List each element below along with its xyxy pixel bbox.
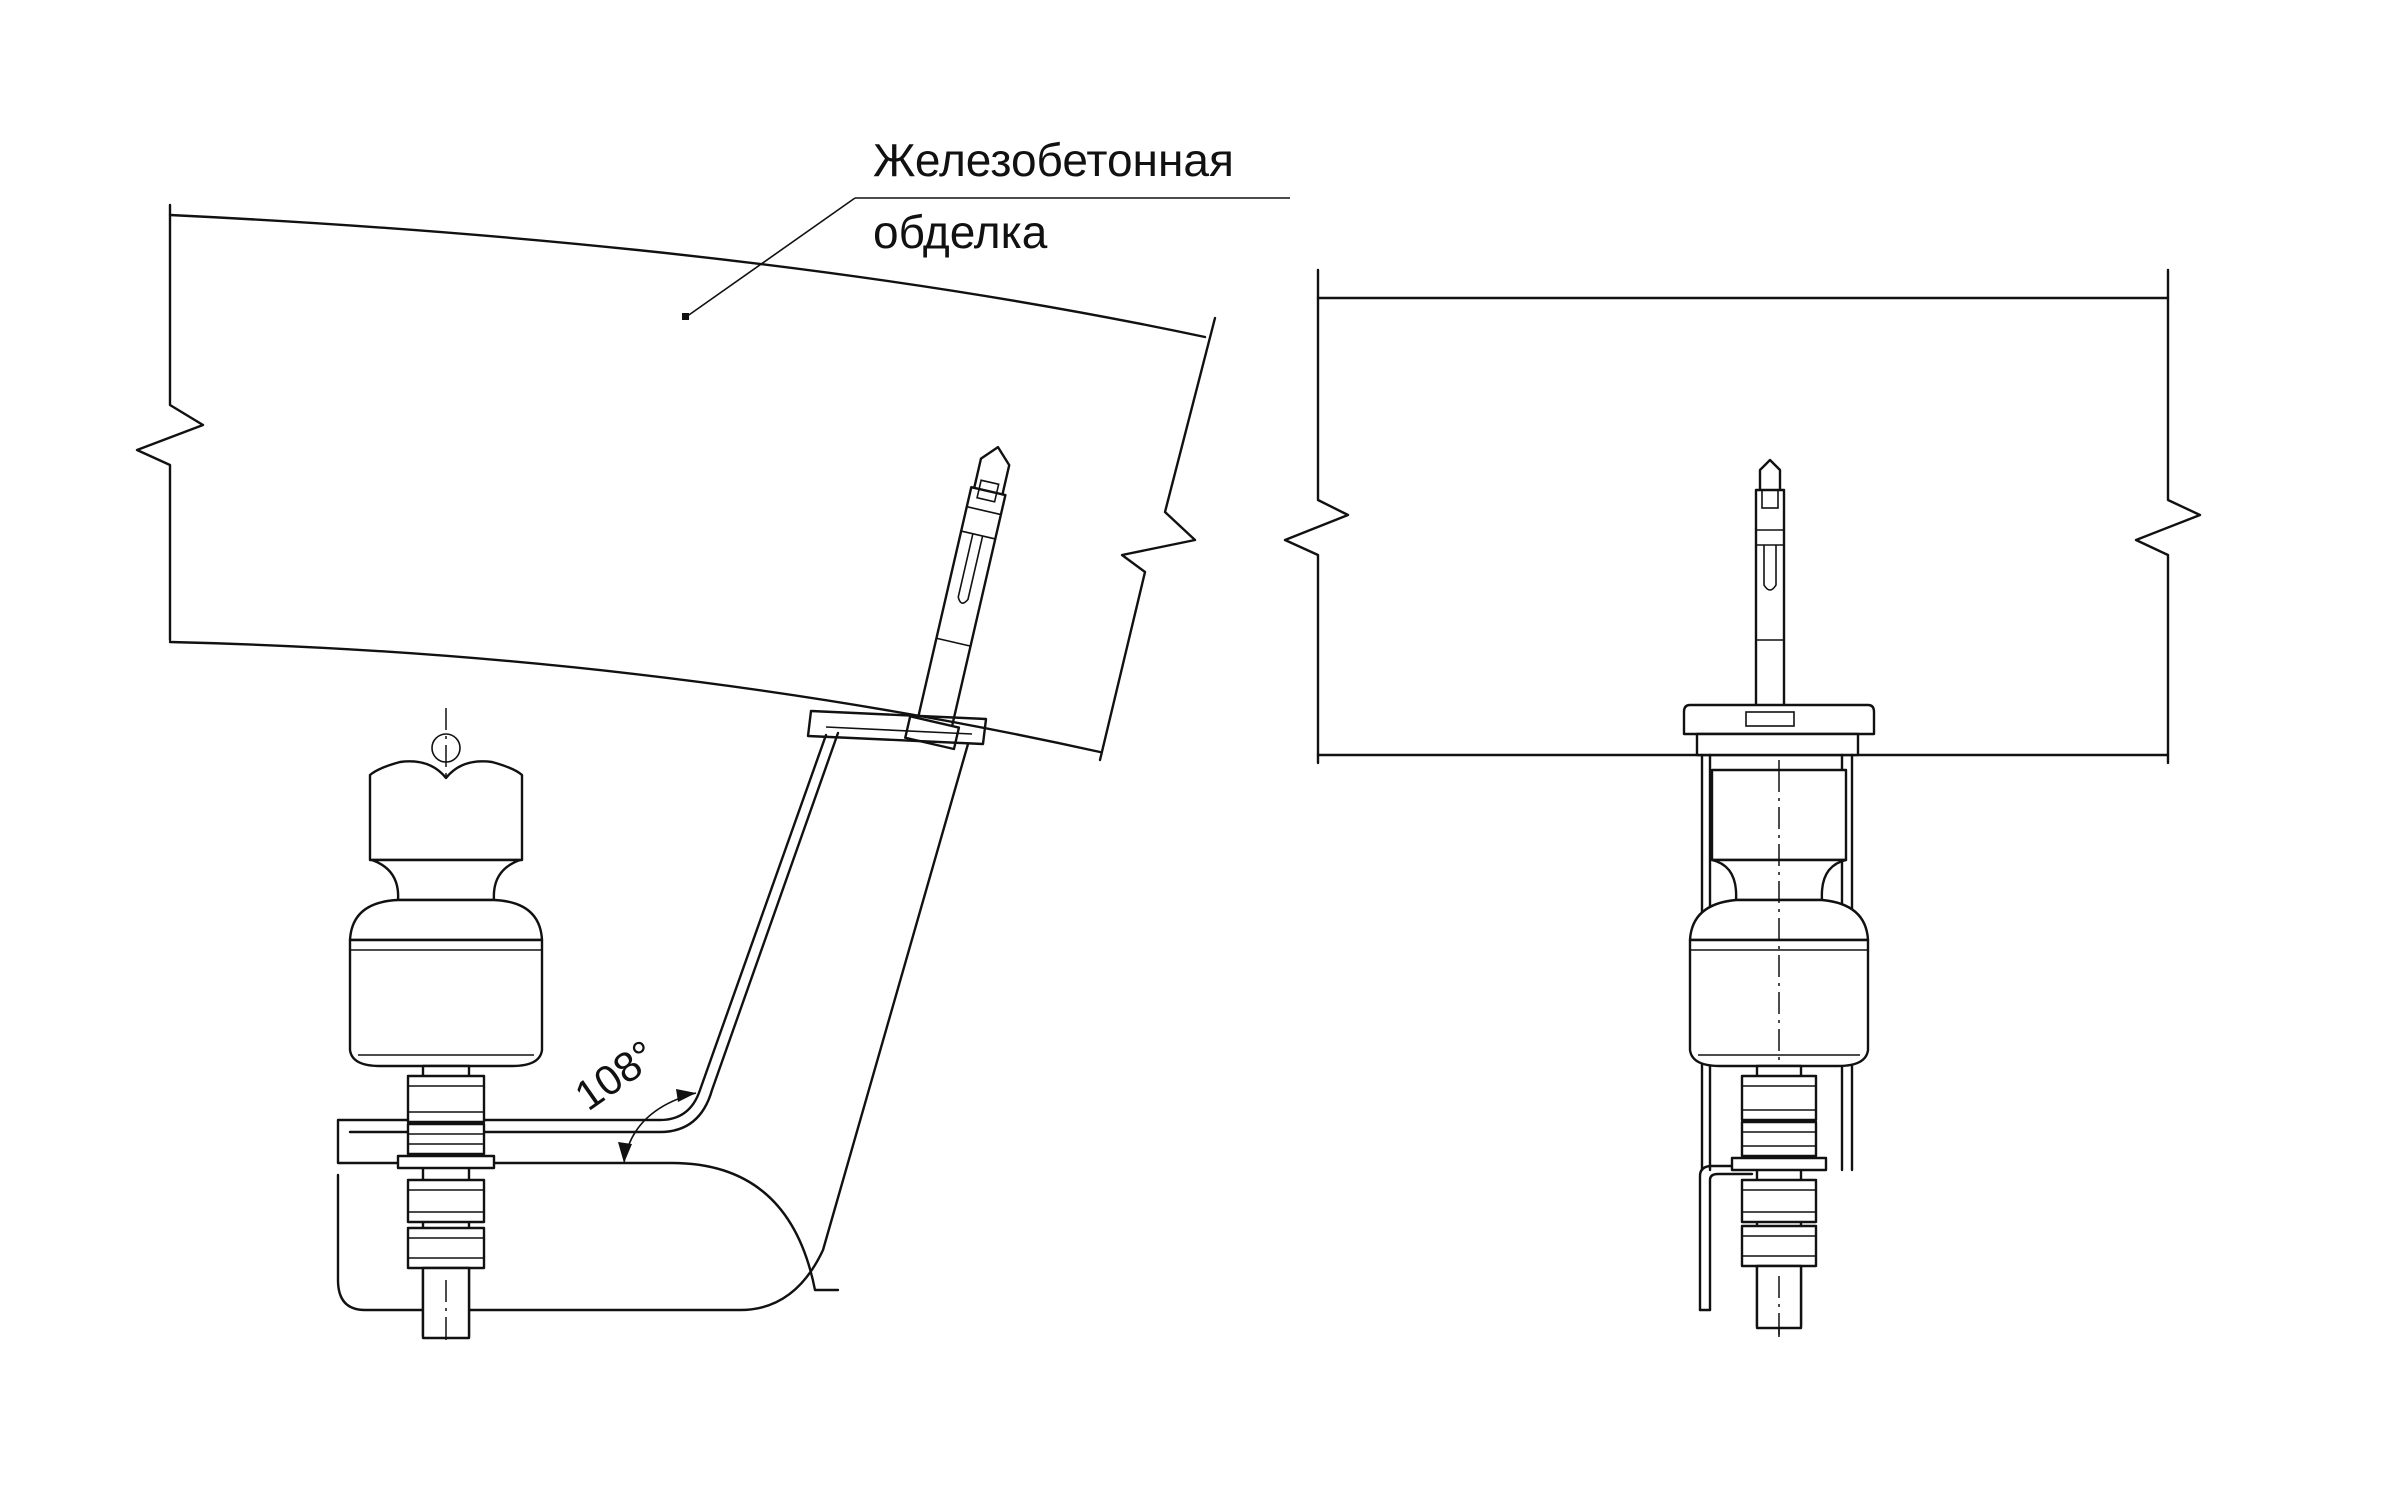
anchor-bolt-side [904,445,1011,751]
callout-text-line1: Железобетонная [873,134,1234,186]
front-view [1283,268,2202,1340]
concrete-lining-side [135,203,1217,762]
top-plate-front [1682,703,1876,757]
stud-nuts-side [396,1064,496,1340]
stud-nuts-front [1730,1064,1828,1336]
angle-label: 108° [566,1031,664,1119]
bent-steel-bracket [336,731,970,1312]
concrete-lining-front [1283,268,2202,765]
anchor-bolt-front [1754,458,1786,712]
callout-text-line2: обделка [873,206,1048,258]
side-view: Железобетонная обделка 108 [135,134,1290,1340]
bracket-base-plate [806,709,988,746]
insulator-side [348,708,544,1340]
callout-leader [682,197,1290,320]
angle-dimension: 108° [566,1031,697,1164]
